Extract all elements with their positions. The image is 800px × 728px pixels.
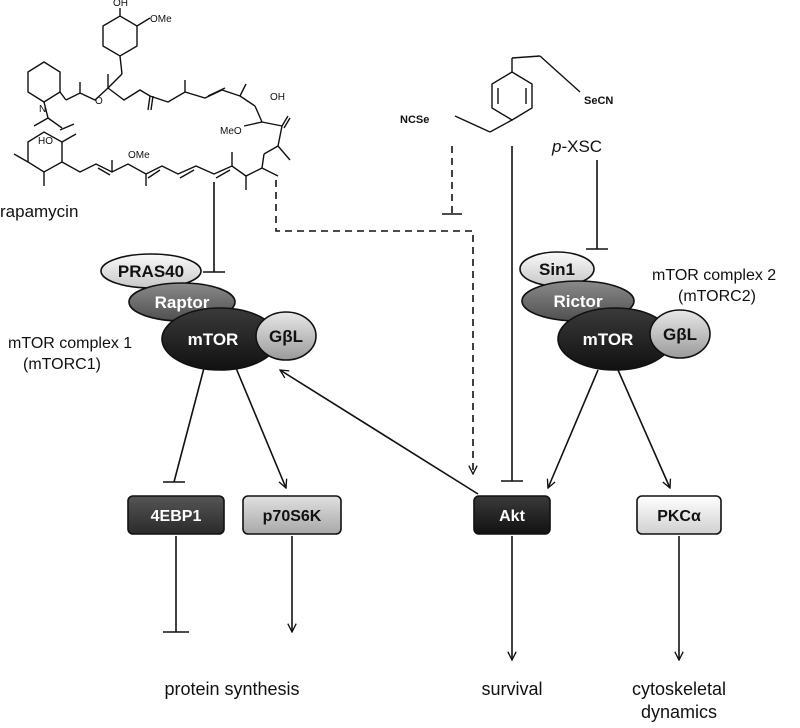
target-p70s6k-label: p70S6K <box>263 508 322 525</box>
mtorc1-raptor-label: Raptor <box>155 293 210 312</box>
target-p70s6k: p70S6K <box>242 495 342 535</box>
mtorc2-complex: Sin1 Rictor mTOR GβL <box>519 251 711 371</box>
mtorc2-sin1-label: Sin1 <box>539 260 575 279</box>
rapamycin-atom-meo: MeO <box>220 126 242 137</box>
rapamycin-atom-ome-top: OMe <box>150 14 172 25</box>
outcome-cytoskeletal-line1: cytoskeletal <box>632 679 726 699</box>
mtorc1-pras40-label: PRAS40 <box>118 262 184 281</box>
mtorc1-caption-line2: (mTORC1) <box>23 356 101 373</box>
pxsc-label-prefix: p <box>551 137 561 156</box>
target-pkca-label: PKCα <box>657 508 701 525</box>
target-akt: Akt <box>473 495 551 535</box>
pxsc-structure: SeCN NCSe <box>400 55 613 133</box>
mtorc2-activates-akt <box>548 369 599 488</box>
mtorc1-caption-line1: mTOR complex 1 <box>8 335 132 352</box>
rapamycin-atom-oh-top: OH <box>113 0 128 9</box>
mtorc1-gbl-ellipse <box>255 311 317 361</box>
rapamycin-atom-ho: HO <box>38 136 53 147</box>
pxsc-left-group: NCSe <box>400 114 429 126</box>
target-4ebp1: 4EBP1 <box>127 495 225 535</box>
rapamycin-atom-n: N <box>39 104 46 115</box>
mtorc2-gbl-ellipse <box>649 309 711 359</box>
mtorc2-caption-line2: (mTORC2) <box>678 288 756 305</box>
rapamycin-atom-ome-mid: OMe <box>128 150 150 161</box>
mtorc1-mtor-label: mTOR <box>188 330 239 349</box>
rapamycin-label: rapamycin <box>0 202 78 221</box>
target-pkca-box <box>636 495 722 535</box>
outcome-survival: survival <box>481 679 542 699</box>
rapamycin-atom-oh-right: OH <box>270 92 285 103</box>
mtorc1-complex: PRAS40 Raptor mTOR GβL <box>100 253 317 371</box>
mtorc1-activates-p70s6k <box>235 367 286 488</box>
mtorc2-gbl-label: GβL <box>663 325 697 344</box>
mtorc2-rictor-label: Rictor <box>553 292 603 311</box>
mtorc2-mtor-label: mTOR <box>583 330 634 349</box>
outcome-protein-synthesis: protein synthesis <box>164 679 299 699</box>
mtorc1-inhibits-4ebp1 <box>173 367 205 483</box>
target-4ebp1-box <box>127 495 225 535</box>
rapamycin-dashed-to-akt <box>275 180 473 474</box>
target-pkca: PKCα <box>636 495 722 535</box>
rapamycin-structure: OH OMe N O HO OMe MeO OH <box>13 0 291 190</box>
mtorc2-activates-pkca <box>617 369 670 488</box>
mtorc2-caption-line1: mTOR complex 2 <box>652 267 776 284</box>
pxsc-label-suffix: -XSC <box>561 137 602 156</box>
outcome-cytoskeletal-line2: dynamics <box>641 702 717 722</box>
target-p70s6k-box <box>242 495 342 535</box>
target-4ebp1-label: 4EBP1 <box>151 508 202 525</box>
target-akt-label: Akt <box>499 508 525 525</box>
pxsc-label: p-XSC <box>551 137 602 156</box>
mtorc1-gbl-label: GβL <box>269 327 303 346</box>
rapamycin-atom-o: O <box>95 96 103 107</box>
target-akt-box <box>473 495 551 535</box>
pxsc-right-group: SeCN <box>584 95 613 107</box>
akt-activates-mtorc1 <box>280 370 479 495</box>
